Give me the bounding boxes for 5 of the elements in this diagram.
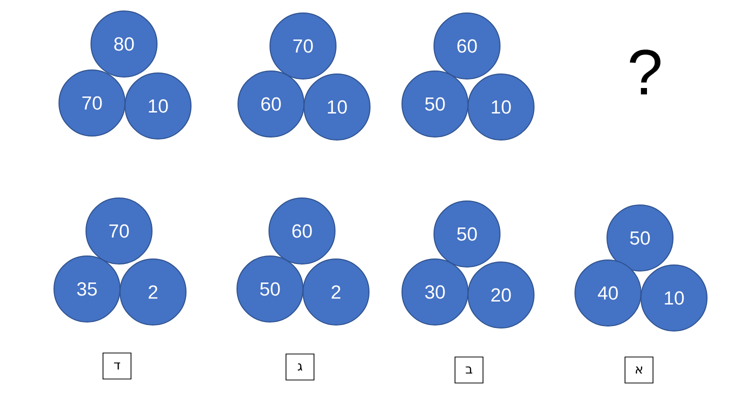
letter-box: ג xyxy=(286,354,314,380)
letter-box: ד xyxy=(102,352,132,380)
question-mark: ? xyxy=(630,50,660,94)
letter-box: ב xyxy=(454,356,484,384)
letter-box: א xyxy=(624,356,654,384)
